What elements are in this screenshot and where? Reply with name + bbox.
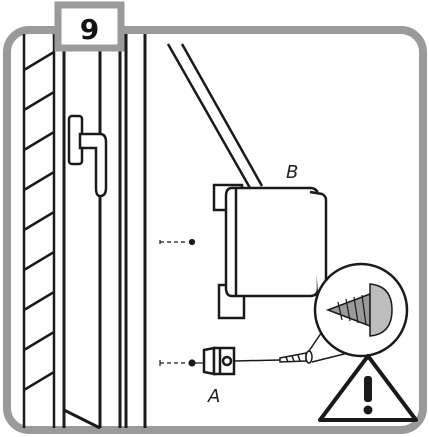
screw-axis (233, 359, 281, 362)
warning-triangle-icon (318, 354, 418, 422)
drill-mark-upper (159, 238, 196, 246)
wall-plug-a (202, 346, 236, 376)
plug-label: A (207, 386, 220, 407)
bracket-label: B (286, 162, 298, 183)
window-frame (62, 34, 147, 430)
window-shutter (22, 34, 56, 428)
screw-magnifier-icon (313, 262, 409, 358)
shutter-strap (166, 43, 264, 189)
window-handle-icon (67, 114, 108, 198)
step-badge: 9 (54, 1, 125, 52)
bracket-b (212, 183, 328, 320)
step-number: 9 (80, 13, 99, 46)
